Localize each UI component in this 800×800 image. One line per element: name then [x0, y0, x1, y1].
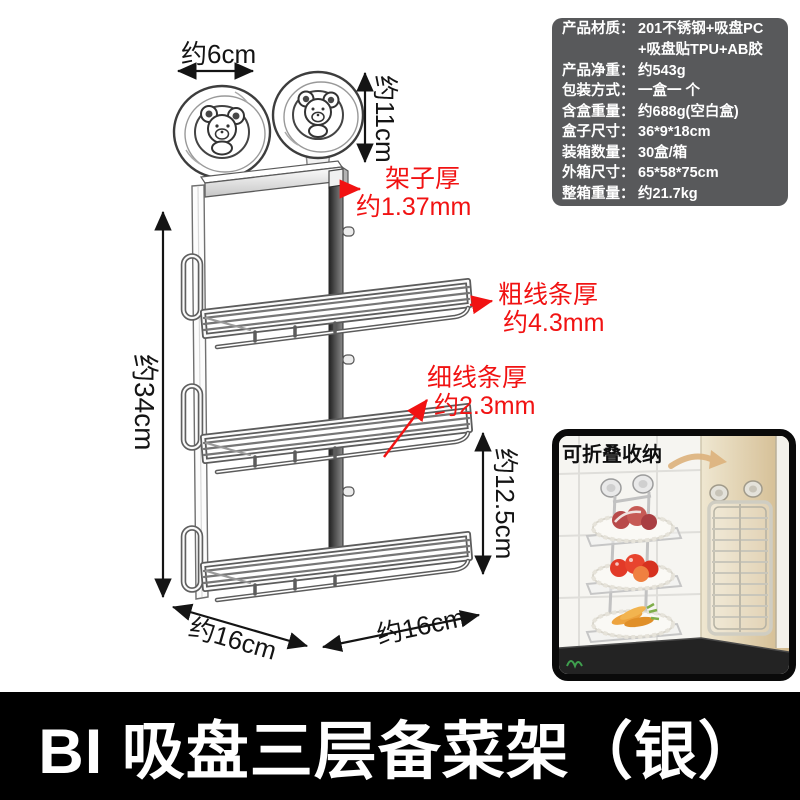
suction-cup-left-icon: [172, 84, 272, 180]
shelf-tier-3: [200, 531, 473, 603]
spec-value: 约543g: [638, 62, 686, 79]
spec-row: 盒子尺寸： 36*9*18cm: [562, 122, 782, 143]
dim-cup-height-label: 约11cm: [370, 75, 400, 163]
spec-label: [562, 40, 638, 61]
tier-meat: [585, 506, 683, 548]
watermark-icon: [566, 660, 583, 669]
spec-value: 约21.7kg: [638, 186, 698, 203]
spec-value: +吸盘贴TPU+AB胶: [638, 41, 763, 58]
product-spec-box: 产品材质： 201不锈钢+吸盘PC +吸盘贴TPU+AB胶 产品净重： 约543…: [552, 18, 788, 206]
spec-row: 产品净重： 约543g: [562, 61, 782, 82]
spec-value: 约688g(空白盒): [638, 103, 739, 120]
spec-label: 包装方式：: [562, 83, 635, 100]
spec-row: 装箱数量： 30盒/箱: [562, 143, 782, 164]
annotation-frame-thickness-value: 约1.37mm: [356, 193, 472, 221]
spec-value: 36*9*18cm: [638, 124, 711, 141]
annotation-arrows: [339, 179, 494, 458]
suction-cup-right-icon: [271, 70, 365, 160]
inset-photo-art: [559, 436, 789, 674]
annotation-thick-wire: 粗线条厚 约4.3mm: [498, 281, 604, 337]
annotation-frame-thickness-title: 架子厚: [385, 165, 461, 193]
shelf-tier-2: [200, 403, 473, 475]
rack-assembled: [585, 474, 683, 644]
annotation-thin-wire-title: 细线条厚: [427, 364, 528, 392]
annotation-thick-wire-title: 粗线条厚: [498, 281, 599, 309]
dim-total-height-label: 约34cm: [129, 354, 160, 451]
rack-frame: [180, 160, 355, 600]
dimension-arrows: [154, 62, 492, 652]
spec-value: 201不锈钢+吸盘PC: [638, 21, 764, 38]
spec-label: 外箱尺寸：: [562, 165, 635, 182]
annotation-thin-wire-value: 约2.3mm: [434, 392, 536, 420]
product-title: BI 吸盘三层备菜架（银）: [38, 716, 762, 787]
spec-label: 盒子尺寸：: [562, 124, 635, 141]
spec-label: 含盒重量：: [562, 103, 635, 120]
dim-top-width-label: 约6cm: [181, 39, 257, 69]
spec-row: 含盒重量： 约688g(空白盒): [562, 102, 782, 123]
spec-row: 外箱尺寸： 65*58*75cm: [562, 163, 782, 184]
fold-arrow-icon: [668, 450, 727, 469]
tier-carrots: [585, 602, 683, 644]
annotation-frame-thickness: 架子厚 约1.37mm: [356, 165, 471, 221]
tier-tomatoes: [585, 554, 683, 596]
spec-row: 整箱重量： 约21.7kg: [562, 184, 782, 205]
spec-label: 整箱重量：: [562, 186, 635, 203]
rack-folded: [707, 480, 773, 636]
rail-hooks: [180, 253, 204, 593]
spec-value: 一盒一 个: [638, 83, 701, 100]
spec-row: 产品材质： 201不锈钢+吸盘PC: [562, 19, 782, 40]
dim-tier-gap-label: 约12.5cm: [490, 448, 520, 560]
foldable-label: 可折叠收纳: [562, 444, 662, 466]
countertop: [559, 638, 789, 674]
spec-value: 30盒/箱: [638, 144, 688, 161]
rack-line-drawing: [154, 62, 494, 652]
title-banner: BI 吸盘三层备菜架（银）: [0, 692, 800, 800]
annotation-thin-wire: 细线条厚 约2.3mm: [427, 364, 535, 420]
spec-row: +吸盘贴TPU+AB胶: [562, 40, 782, 61]
foldable-demo-photo: [552, 429, 796, 681]
spec-label: 产品净重：: [562, 62, 635, 79]
spec-row: 包装方式： 一盒一 个: [562, 81, 782, 102]
annotation-thick-wire-value: 约4.3mm: [503, 309, 605, 337]
rail-pegs: [342, 226, 355, 497]
spec-value: 65*58*75cm: [638, 165, 719, 182]
spec-label: 产品材质：: [562, 21, 635, 38]
spec-label: 装箱数量：: [562, 144, 635, 161]
